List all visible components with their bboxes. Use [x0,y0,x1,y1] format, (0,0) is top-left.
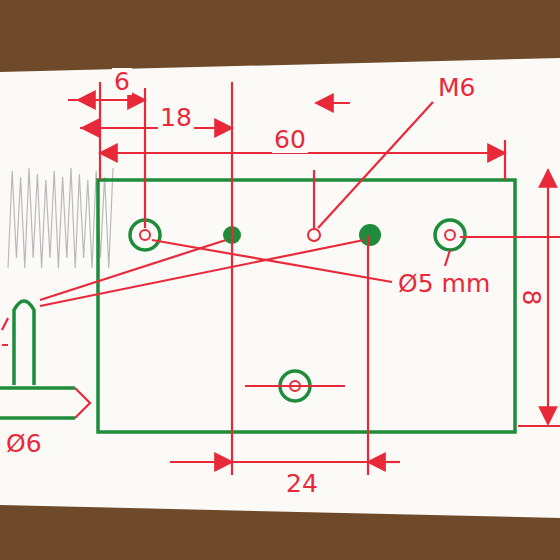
hole-diameter-label: Ø5 mm [396,270,492,297]
pin-diameter-label: Ø6 [4,430,44,457]
dimension-label: 60 [272,126,308,153]
dimension-label: 24 [284,470,320,497]
dimension-label: 8 [518,288,545,308]
dimension-label: 6 [112,68,132,95]
dimension-label: 18 [158,104,194,131]
thread-note-label: M6 [436,74,477,101]
